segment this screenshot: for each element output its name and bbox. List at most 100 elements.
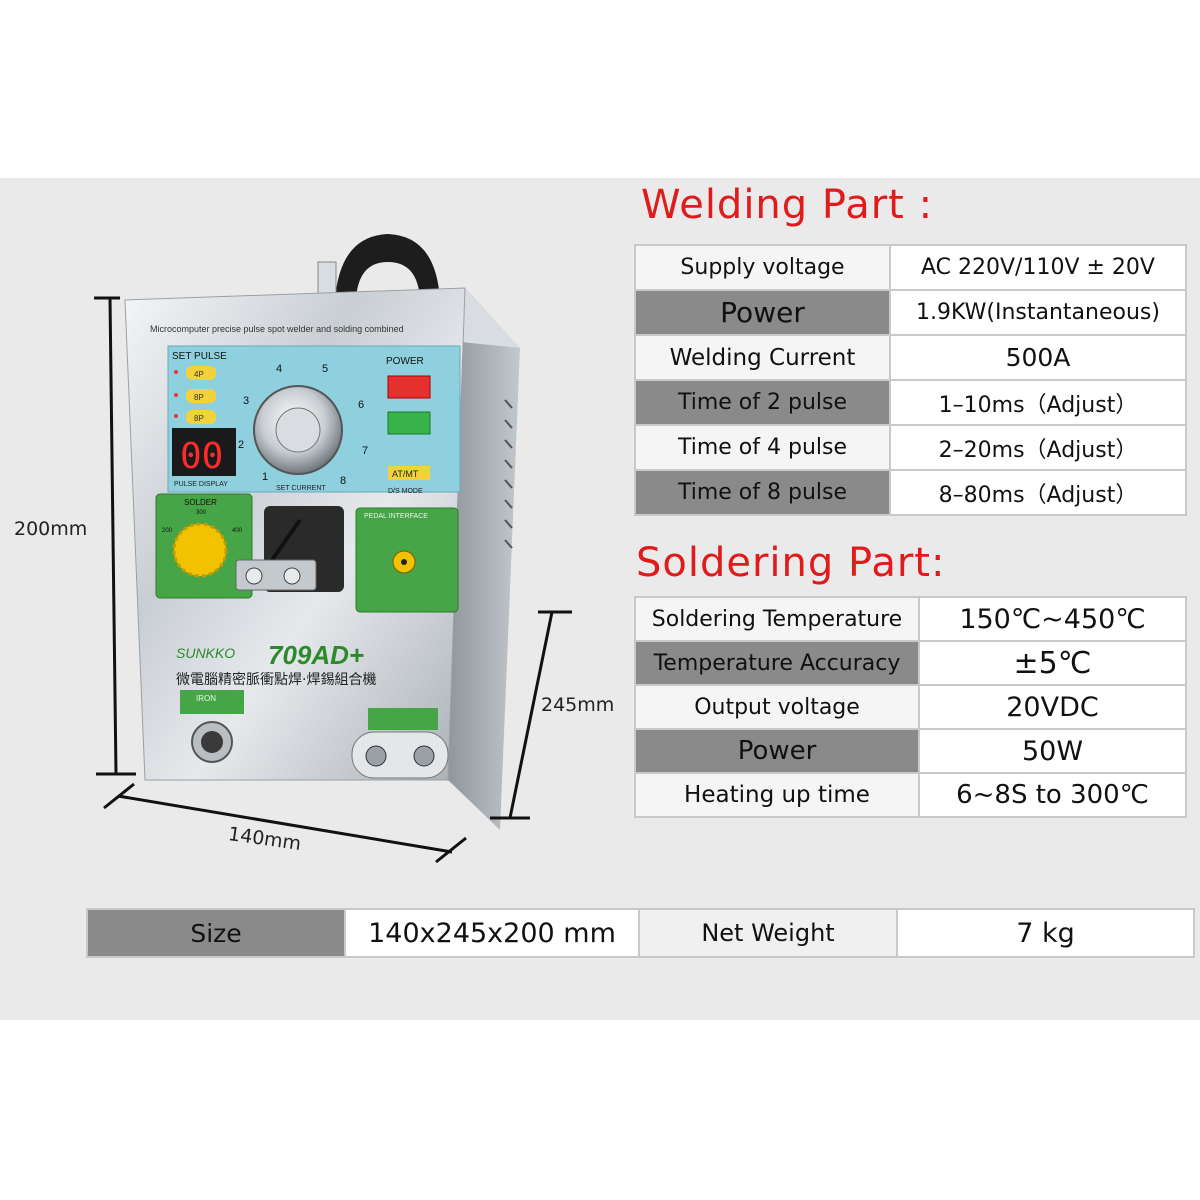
soldering-label: Power [634, 728, 920, 774]
terminal-left[interactable] [365, 745, 387, 767]
dial-number: 5 [322, 363, 328, 375]
welding-row-supply-voltage: Supply voltage AC 220V/110V ± 20V [634, 244, 1187, 291]
welding-part-title: Welding Part : [641, 182, 934, 228]
pulse-button-2[interactable] [186, 389, 216, 403]
solder-scale-low: 200 [162, 528, 173, 534]
carry-handle [335, 234, 440, 300]
soldering-value: ±5℃ [918, 640, 1187, 686]
pulse-display-label: PULSE DISPLAY [174, 481, 228, 488]
welding-label: Power [634, 289, 891, 336]
welding-value: 2–20ms（Adjust） [889, 424, 1187, 471]
soldering-part-title: Soldering Part: [636, 540, 946, 586]
welding-row-4-pulse: Time of 4 pulse 2–20ms（Adjust） [634, 424, 1187, 471]
dimension-depth: 245mm [541, 694, 615, 716]
device-tagline: Microcomputer precise pulse spot welder … [150, 324, 404, 334]
net-weight-label: Net Weight [638, 908, 898, 958]
dial-number: 6 [358, 399, 364, 411]
pedal-label: PEDAL INTERFACE [364, 513, 428, 520]
mode-button[interactable] [388, 466, 430, 480]
dial-number: 8 [340, 475, 346, 487]
brand-name: SUNKKO [176, 645, 235, 661]
dial-numbers: 1 2 3 4 5 6 7 8 [238, 363, 368, 487]
mode-button-label: AT/MT [392, 469, 419, 479]
soldering-value: 20VDC [918, 684, 1187, 730]
dial-number: 7 [362, 445, 368, 457]
mode-label: D/S MODE [388, 488, 423, 495]
welding-label: Welding Current [634, 334, 891, 381]
soldering-row-output-voltage: Output voltage 20VDC [634, 684, 1187, 730]
summary-table: Size 140x245x200 mm Net Weight 7 kg [86, 908, 1195, 958]
welding-value: 8–80ms（Adjust） [889, 469, 1187, 516]
terminal-right[interactable] [413, 745, 435, 767]
welding-row-power: Power 1.9KW(Instantaneous) [634, 289, 1187, 336]
welding-row-8-pulse: Time of 8 pulse 8–80ms（Adjust） [634, 469, 1187, 516]
dial-number: 3 [243, 395, 249, 407]
soldering-value: 50W [918, 728, 1187, 774]
solder-temperature-knob[interactable] [172, 522, 228, 578]
solder-scale-high: 400 [232, 528, 243, 534]
model-name: 709AD+ [268, 640, 364, 670]
welding-value: AC 220V/110V ± 20V [889, 244, 1187, 291]
solder-label: SOLDER [184, 498, 217, 507]
welding-value: 1.9KW(Instantaneous) [889, 289, 1187, 336]
electrode-screw-left [245, 567, 263, 585]
dial-number: 2 [238, 439, 244, 451]
dial-number: 1 [262, 471, 268, 483]
iron-label: IRON [196, 694, 216, 703]
welding-row-current: Welding Current 500A [634, 334, 1187, 381]
led-3 [174, 414, 178, 418]
current-dial-center [275, 407, 321, 453]
welding-spec-table: Supply voltage AC 220V/110V ± 20V Power … [634, 244, 1187, 516]
pedal-socket-hole [401, 559, 407, 565]
iron-label-plate [180, 690, 244, 714]
soldering-row-power: Power 50W [634, 728, 1187, 774]
soldering-value: 150℃~450℃ [918, 596, 1187, 642]
dimension-height: 200mm [14, 518, 88, 540]
welding-value: 500A [889, 334, 1187, 381]
pulse-display [172, 428, 236, 476]
welding-label: Time of 4 pulse [634, 424, 891, 471]
power-button-green[interactable] [387, 411, 431, 435]
power-button-red[interactable] [387, 375, 431, 399]
side-vents [504, 399, 513, 549]
set-current-label: SET CURRENT [276, 485, 326, 492]
led-1 [174, 370, 178, 374]
pulse-buttons: 4P 8P 8P [174, 366, 216, 424]
power-label: POWER [386, 356, 424, 367]
soldering-spec-table: Soldering Temperature 150℃~450℃ Temperat… [634, 596, 1187, 818]
chinese-product-label: 微電腦精密脈衝點焊·焊錫組合機 [176, 671, 376, 688]
soldering-label: Soldering Temperature [634, 596, 920, 642]
size-label: Size [86, 908, 346, 958]
solder-scale-mid: 300 [196, 510, 207, 516]
terminal-label-plate [368, 708, 438, 730]
welding-row-2-pulse: Time of 2 pulse 1–10ms（Adjust） [634, 379, 1187, 426]
soldering-row-heating-time: Heating up time 6~8S to 300℃ [634, 772, 1187, 818]
device-side-panel [448, 288, 520, 830]
size-value: 140x245x200 mm [344, 908, 640, 958]
electrode-screw-right [283, 567, 301, 585]
soldering-label: Temperature Accuracy [634, 640, 920, 686]
dial-number: 4 [276, 363, 282, 375]
soldering-row-accuracy: Temperature Accuracy ±5℃ [634, 640, 1187, 686]
soldering-label: Output voltage [634, 684, 920, 730]
pulse-display-value: 00 [180, 436, 223, 477]
dimension-lines [94, 296, 572, 864]
soldering-row-temperature: Soldering Temperature 150℃~450℃ [634, 596, 1187, 642]
welding-label: Time of 2 pulse [634, 379, 891, 426]
set-pulse-label: SET PULSE [172, 351, 227, 362]
pulse-button-3-label: 8P [194, 414, 204, 423]
welding-label: Supply voltage [634, 244, 891, 291]
pulse-button-1-label: 4P [194, 370, 204, 379]
welding-value: 1–10ms（Adjust） [889, 379, 1187, 426]
net-weight-value: 7 kg [896, 908, 1195, 958]
pulse-button-1[interactable] [186, 366, 216, 380]
summary-row: Size 140x245x200 mm Net Weight 7 kg [86, 908, 1195, 958]
spot-welder-illustration: Microcomputer precise pulse spot welder … [94, 234, 572, 864]
pulse-button-3[interactable] [186, 410, 216, 424]
welding-label: Time of 8 pulse [634, 469, 891, 516]
iron-connector-core [201, 731, 223, 753]
soldering-label: Heating up time [634, 772, 920, 818]
led-2 [174, 393, 178, 397]
pulse-button-2-label: 8P [194, 393, 204, 402]
handle-mount [317, 261, 337, 297]
